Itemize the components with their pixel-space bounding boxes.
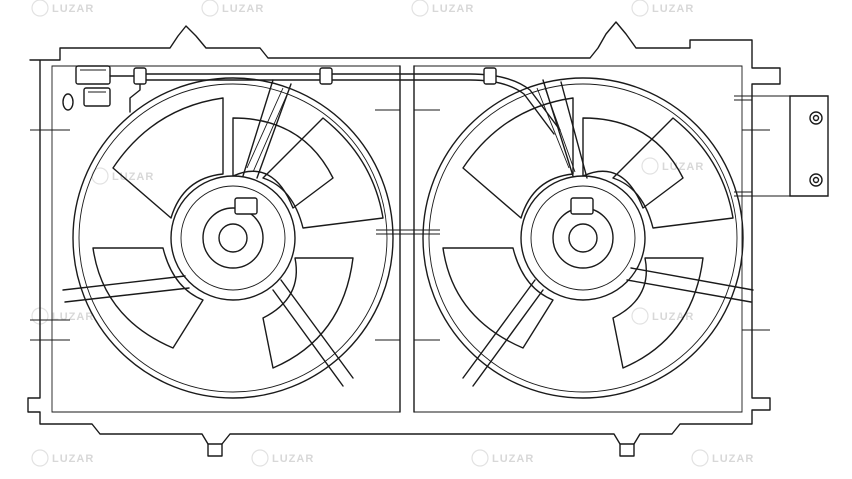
watermark-text: LUZAR xyxy=(652,3,694,15)
watermark-text: LUZAR xyxy=(652,311,694,323)
watermark-text: LUZAR xyxy=(52,453,94,465)
watermark-layer: LUZAR LUZAR LUZAR LUZAR LUZAR LUZAR LUZAR LUZAR… xyxy=(31,0,754,467)
watermark-text: LUZAR xyxy=(662,161,704,173)
bottom-mounting-tabs xyxy=(207,443,635,457)
watermark-text: LUZAR xyxy=(712,453,754,465)
watermark-logo: LUZAR xyxy=(641,157,704,175)
left-fan xyxy=(62,77,394,399)
watermark-text: LUZAR xyxy=(492,453,534,465)
mounting-bracket xyxy=(734,95,829,197)
right-fan xyxy=(422,77,754,399)
watermark-logo: LUZAR xyxy=(691,449,754,467)
watermark-text: LUZAR xyxy=(272,453,314,465)
watermark-logo: LUZAR xyxy=(31,449,94,467)
watermark-logo: LUZAR xyxy=(631,0,694,17)
watermark-logo: LUZAR xyxy=(251,449,314,467)
watermark-text: LUZAR xyxy=(52,3,94,15)
watermark-logo: LUZAR xyxy=(411,0,474,17)
watermark-logo: LUZAR xyxy=(31,307,94,325)
watermark-text: LUZAR xyxy=(52,311,94,323)
watermark-logo: LUZAR xyxy=(631,307,694,325)
wiring-harness xyxy=(133,67,561,135)
watermark-logo: LUZAR xyxy=(471,449,534,467)
watermark-text: LUZAR xyxy=(432,3,474,15)
watermark-text: LUZAR xyxy=(112,171,154,183)
watermark-logo: LUZAR xyxy=(201,0,264,17)
fan-shroud xyxy=(27,21,781,445)
watermark-text: LUZAR xyxy=(222,3,264,15)
electrical-connector xyxy=(62,65,141,113)
watermark-logo: LUZAR xyxy=(31,0,94,17)
